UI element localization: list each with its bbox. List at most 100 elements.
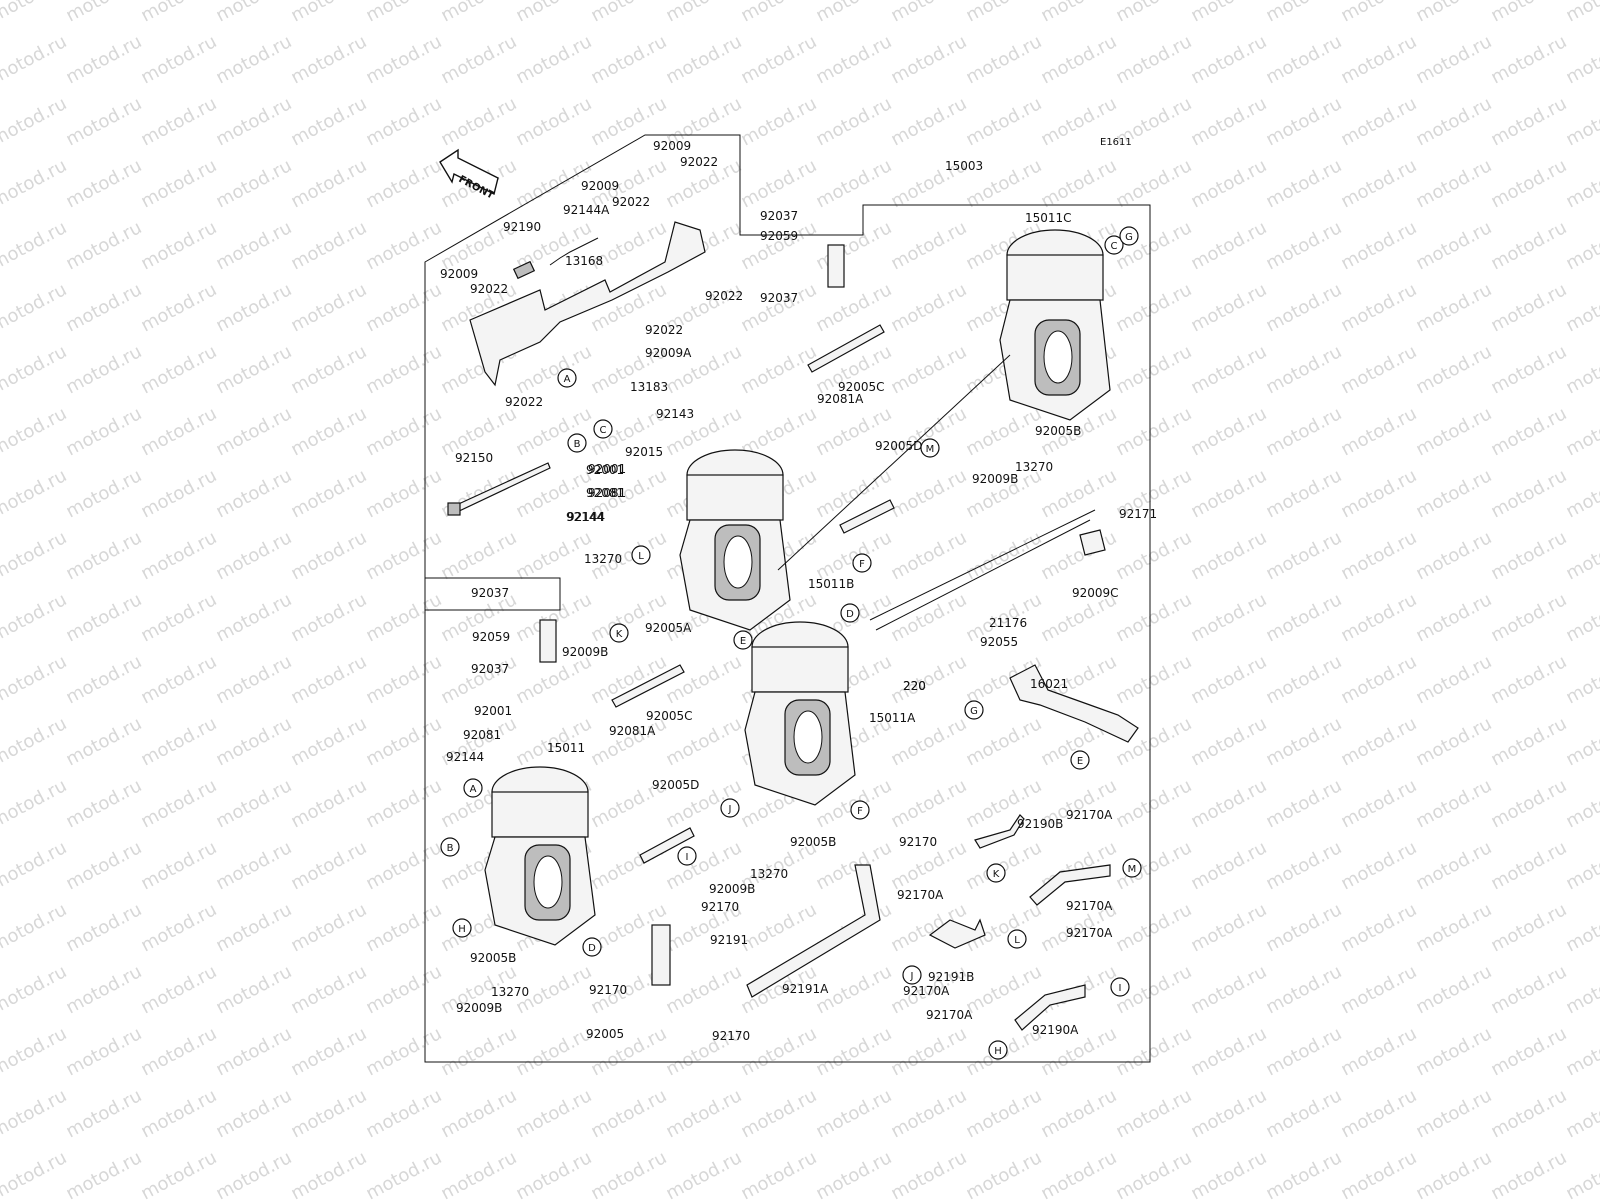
callout-k: K: [986, 863, 1006, 883]
watermark-text: motod.ru: [137, 961, 220, 1018]
part-label: 92009: [653, 139, 691, 153]
watermark-text: motod.ru: [1337, 1085, 1420, 1142]
watermark-text: motod.ru: [887, 651, 970, 708]
watermark-text: motod.ru: [1487, 589, 1570, 646]
watermark-text: motod.ru: [62, 589, 145, 646]
watermark-text: motod.ru: [1337, 0, 1420, 26]
watermark-text: motod.ru: [287, 713, 370, 770]
watermark-text: motod.ru: [1337, 1147, 1420, 1200]
watermark-text: motod.ru: [1112, 155, 1195, 212]
callout-b: B: [567, 433, 587, 453]
watermark-text: motod.ru: [1262, 279, 1345, 336]
svg-text:G: G: [970, 706, 978, 717]
watermark-text: motod.ru: [62, 0, 145, 26]
watermark-text: motod.ru: [1487, 961, 1570, 1018]
part-label: 92144A: [563, 203, 610, 217]
part-label: 92081: [588, 486, 626, 500]
callout-i: I: [677, 846, 697, 866]
watermark-text: motod.ru: [1487, 217, 1570, 274]
watermark-text: motod.ru: [1412, 341, 1495, 398]
part-label: 92170: [712, 1029, 750, 1043]
watermark-text: motod.ru: [1337, 775, 1420, 832]
watermark-text: motod.ru: [812, 155, 895, 212]
watermark-text: motod.ru: [362, 527, 445, 584]
part-label: 92022: [505, 395, 543, 409]
watermark-text: motod.ru: [62, 93, 145, 150]
part-label: 92170: [899, 835, 937, 849]
callout-m: M: [920, 438, 940, 458]
watermark-text: motod.ru: [212, 1023, 295, 1080]
watermark-text: motod.ru: [887, 775, 970, 832]
watermark-text: motod.ru: [212, 961, 295, 1018]
watermark-text: motod.ru: [212, 0, 295, 26]
watermark-text: motod.ru: [1562, 93, 1600, 150]
watermark-text: motod.ru: [1037, 31, 1120, 88]
part-label: 15011C: [1025, 211, 1072, 225]
watermark-text: motod.ru: [287, 0, 370, 26]
callout-m: M: [1122, 858, 1142, 878]
watermark-text: motod.ru: [1337, 465, 1420, 522]
watermark-text: motod.ru: [137, 341, 220, 398]
watermark-text: motod.ru: [212, 155, 295, 212]
watermark-text: motod.ru: [0, 713, 70, 770]
svg-text:A: A: [470, 784, 477, 795]
callout-a: A: [463, 778, 483, 798]
watermark-text: motod.ru: [1562, 527, 1600, 584]
svg-text:E: E: [1077, 756, 1083, 767]
watermark-text: motod.ru: [812, 1023, 895, 1080]
part-label: 92170A: [1066, 808, 1113, 822]
part-label: 92005C: [838, 380, 885, 394]
watermark-text: motod.ru: [887, 279, 970, 336]
watermark-text: motod.ru: [62, 1023, 145, 1080]
carburetor-15011A: [744, 621, 856, 806]
callout-g: G: [964, 700, 984, 720]
watermark-text: motod.ru: [512, 93, 595, 150]
watermark-text: motod.ru: [1412, 527, 1495, 584]
watermark-text: motod.ru: [1337, 93, 1420, 150]
watermark-text: motod.ru: [1412, 961, 1495, 1018]
callout-a: A: [557, 368, 577, 388]
watermark-text: motod.ru: [62, 217, 145, 274]
watermark-text: motod.ru: [1037, 1085, 1120, 1142]
watermark-text: motod.ru: [1487, 0, 1570, 26]
watermark-text: motod.ru: [0, 837, 70, 894]
sensor-21176: [1009, 664, 1139, 743]
watermark-text: motod.ru: [587, 589, 670, 646]
watermark-text: motod.ru: [737, 279, 820, 336]
part-label: 92022: [612, 195, 650, 209]
fuel-joint-92005C-upper: [807, 324, 885, 373]
part-label: 92009B: [709, 882, 755, 896]
watermark-text: motod.ru: [62, 1147, 145, 1200]
callout-d: D: [582, 937, 602, 957]
part-label: 92009B: [972, 472, 1018, 486]
bracket-13168: [469, 221, 706, 387]
watermark-text: motod.ru: [1337, 899, 1420, 956]
part-label: 92022: [680, 155, 718, 169]
watermark-text: motod.ru: [1262, 155, 1345, 212]
watermark-text: motod.ru: [1487, 341, 1570, 398]
part-label: 92009: [581, 179, 619, 193]
part-label: 92005D: [875, 439, 922, 453]
watermark-text: motod.ru: [737, 0, 820, 26]
part-label: 13270: [584, 552, 622, 566]
svg-text:L: L: [638, 551, 644, 562]
part-label: 92081: [586, 486, 624, 500]
part-label: 92001: [586, 463, 624, 477]
watermark-text: motod.ru: [1487, 279, 1570, 336]
watermark-text: motod.ru: [1037, 527, 1120, 584]
tube-92191: [651, 924, 671, 986]
watermark-text: motod.ru: [0, 465, 70, 522]
watermark-text: motod.ru: [1187, 1085, 1270, 1142]
watermark-text: motod.ru: [287, 217, 370, 274]
watermark-text: motod.ru: [962, 93, 1045, 150]
watermark-text: motod.ru: [1262, 527, 1345, 584]
watermark-text: motod.ru: [962, 899, 1045, 956]
watermark-text: motod.ru: [1112, 0, 1195, 26]
watermark-text: motod.ru: [1487, 1085, 1570, 1142]
watermark-text: motod.ru: [362, 1147, 445, 1200]
watermark-text: motod.ru: [137, 217, 220, 274]
watermark-text: motod.ru: [137, 155, 220, 212]
watermark-text: motod.ru: [62, 403, 145, 460]
watermark-text: motod.ru: [1337, 341, 1420, 398]
callout-i: I: [1110, 977, 1130, 997]
